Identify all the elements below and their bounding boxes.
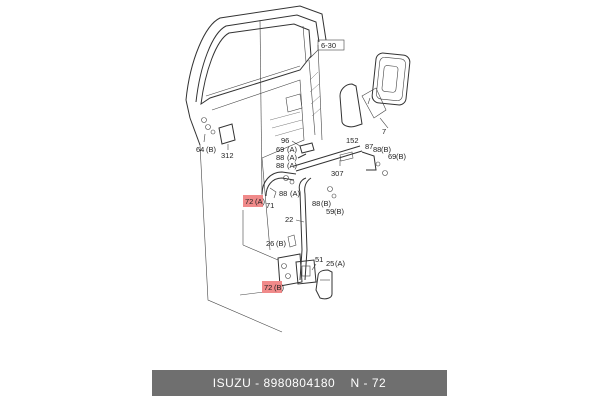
highlight-72a xyxy=(243,195,263,207)
label-312: 312 xyxy=(221,151,234,160)
diagram-code: N - 72 xyxy=(350,376,387,390)
upper-linkage: 96 69 (A) 88 (A) 88 (A) 152 87 88 (B) 69… xyxy=(276,136,407,178)
part-footer-bar: ISUZU - 8980804180 N - 72 xyxy=(152,370,447,396)
label-88a-2-suffix: (A) xyxy=(287,161,298,170)
brand-separator: - xyxy=(251,376,264,390)
label-88a-1: 88 xyxy=(276,153,284,162)
label-26b: 26 xyxy=(266,239,274,248)
label-72b-suffix: (B) xyxy=(274,283,285,292)
label-59b: 59 xyxy=(326,207,334,216)
mirror-assembly: 7 xyxy=(339,52,411,136)
lower-lock-assembly: 26 (B) 51 25 (A) 72 (B) xyxy=(262,234,346,300)
label-88b-mid: 88 xyxy=(312,199,320,208)
label-72a: 72 xyxy=(245,197,253,206)
label-25a: 25 xyxy=(326,259,334,268)
bracket-parts: 64 (B) 312 xyxy=(196,117,236,160)
door-frame xyxy=(185,5,327,333)
label-88b-top: 88 xyxy=(373,145,381,154)
parts-diagram: 6-30 7 64 (B) 312 96 69 (A) 88 (A) 88 (A… xyxy=(185,5,411,333)
label-72a-suffix: (A) xyxy=(255,197,266,206)
label-7: 7 xyxy=(382,127,386,136)
ref-label: 6-30 xyxy=(321,41,336,50)
label-26b-suffix: (B) xyxy=(276,239,287,248)
label-69b-top-suffix: (B) xyxy=(396,152,407,161)
label-69b-top: 69 xyxy=(388,152,396,161)
label-69a-suffix: (A) xyxy=(287,145,298,154)
reference-box: 6-30 xyxy=(309,39,345,59)
label-87: 87 xyxy=(365,142,373,151)
label-96: 96 xyxy=(281,136,289,145)
label-88a-3: 88 xyxy=(279,189,287,198)
label-88a-3-suffix: (A) xyxy=(290,189,301,198)
highlight-72b xyxy=(262,281,282,293)
label-88a-2: 88 xyxy=(276,161,284,170)
label-88b-top-suffix: (B) xyxy=(381,145,392,154)
label-69a: 69 xyxy=(276,145,284,154)
label-88b-mid-suffix: (B) xyxy=(321,199,332,208)
label-71: 71 xyxy=(266,201,274,210)
label-22: 22 xyxy=(285,215,293,224)
brand-name: ISUZU xyxy=(212,376,252,390)
label-307: 307 xyxy=(331,169,344,178)
lock-assembly: 72 (A) 71 88 (A) 22 88 (B) 59 (B) xyxy=(243,171,345,281)
label-72b: 72 xyxy=(264,283,272,292)
label-59b-suffix: (B) xyxy=(334,207,345,216)
label-88a-1-suffix: (A) xyxy=(287,153,298,162)
label-25a-suffix: (A) xyxy=(335,259,346,268)
part-number: 8980804180 xyxy=(263,376,336,390)
label-51: 51 xyxy=(315,255,323,264)
label-64: 64 xyxy=(196,145,204,154)
label-152: 152 xyxy=(346,136,359,145)
label-64-suffix: (B) xyxy=(206,145,217,154)
guide-lines xyxy=(239,19,281,296)
